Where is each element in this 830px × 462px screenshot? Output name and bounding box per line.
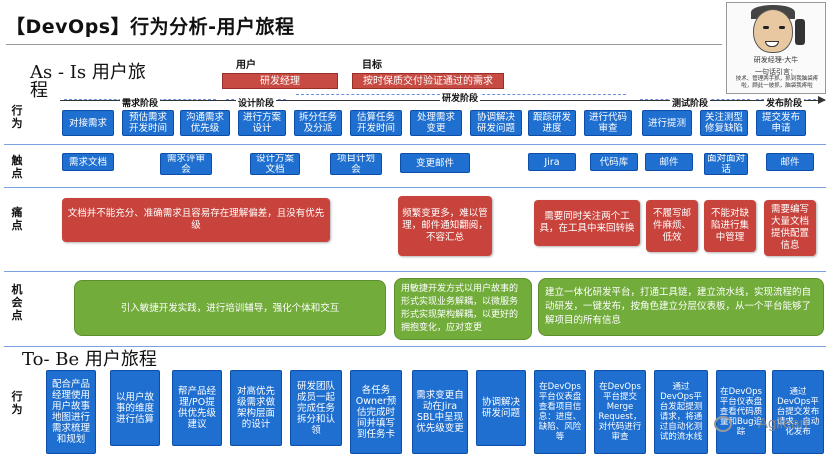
eye-icon [779, 26, 785, 29]
pain-point: 文档并不能充分、准确需求且容易存在理解偏差，且没有优先级 [62, 198, 330, 242]
watermark: Agilean [757, 415, 808, 432]
row-divider [4, 144, 826, 145]
as-is-heading-cont: 程 [30, 80, 48, 101]
as-is-action: 跟踪研发进度 [528, 110, 576, 136]
row-label-actions: 行为 [11, 104, 23, 130]
to-be-action: 以用户故事的维度进行估算 [110, 370, 160, 446]
eye-icon [763, 26, 769, 29]
persona-face-icon [753, 9, 793, 53]
to-be-action: 需求变更自动在Jira SBL中呈现优先级变更 [412, 370, 468, 454]
row-label-pain: 痛点 [11, 206, 23, 232]
stage-label-design: 设计阶段 [236, 96, 277, 109]
as-is-action: 进行代码审查 [584, 110, 632, 136]
as-is-action: 预估需求开发时间 [122, 110, 174, 136]
touchpoint: 设计方案文档 [250, 153, 300, 175]
touchpoint: 代码库 [590, 153, 638, 171]
to-be-action: 在DevOps平台提交Merge Request，对代码进行审查 [594, 370, 646, 454]
as-is-action: 处理需求变更 [410, 110, 462, 136]
wechat-icon [714, 416, 732, 432]
to-be-action: 在DevOps平台仪表盘查看项目信息：进度、缺陷、风险等 [534, 370, 586, 454]
to-be-action: 研发团队成员一起完成任务拆分和认领 [290, 370, 342, 446]
to-be-action: 协调解决研发问题 [476, 370, 526, 446]
stage-label-requirements: 需求阶段 [120, 96, 161, 109]
to-be-action: 配合产品经理使用用户故事地图进行需求梳理和规划 [46, 370, 96, 454]
opportunity: 用敏捷开发方式以用户故事的形式实现业务解耦，以微服务形式实现架构解耦，以更好的拥… [394, 278, 532, 340]
as-is-action: 进行提测 [642, 110, 692, 136]
phone-icon [795, 19, 805, 45]
to-be-heading: To- Be 用户旅程 [22, 349, 157, 370]
as-is-action: 拆分任务及分派 [294, 110, 342, 136]
touchpoint: 需求评审会 [160, 153, 212, 175]
as-is-heading: As - Is 用户旅 [30, 62, 146, 83]
touchpoint: 邮件 [645, 153, 693, 171]
row-divider [4, 187, 826, 188]
persona-quote-title: 一句话引言： [755, 68, 797, 76]
to-be-action: 帮产品经理/PO提供优先级建议 [172, 370, 222, 446]
user-label: 用户 [236, 60, 256, 71]
page-title: 【DevOps】行为分析-用户旅程 [6, 16, 295, 38]
to-be-action: 对高优先级需求做架构层面的设计 [230, 370, 282, 446]
touchpoint: 需求文档 [62, 153, 114, 171]
touchpoint: 项目计划会 [330, 153, 382, 175]
opportunity: 引入敏捷开发实践，进行培训辅导，强化个体和交互 [74, 280, 386, 336]
user-role-box: 研发经理 [222, 73, 338, 89]
pain-point: 需要编写大量文档提供配置信息 [764, 200, 816, 256]
as-is-action: 对接需求 [62, 110, 114, 136]
pain-point: 需要同时关注两个工具，在工具中来回转换 [534, 200, 640, 246]
stage-label-development: 研发阶段 [440, 91, 481, 104]
title-rule [6, 44, 722, 45]
persona-quote: 技术、管理两手抓，抓到我脑袋疼啦，顾此一彼抓，脑袋我疼啦 [735, 76, 819, 89]
stage-label-testing: 测试阶段 [670, 96, 711, 109]
as-is-action: 进行方案设计 [238, 110, 286, 136]
as-is-action: 协调解决研发问题 [470, 110, 522, 136]
as-is-action: 关注测型修复缺陷 [700, 110, 748, 136]
stage-label-release: 发布阶段 [764, 96, 805, 109]
persona-portrait: 研发经理-大牛 一句话引言： 技术、管理两手抓，抓到我脑袋疼啦，顾此一彼抓，脑袋… [726, 2, 826, 94]
persona-caption: 研发经理-大牛 [753, 56, 799, 64]
pain-point: 不履写邮件麻烦、低效 [646, 200, 698, 252]
touchpoint: Jira [528, 153, 576, 171]
pain-point: 频繁变更多，难以管理，邮件通知翻阅，不容汇总 [398, 196, 492, 256]
touchpoint: 邮件 [766, 153, 814, 171]
row-label-opportunity: 机会点 [11, 283, 23, 322]
as-is-action: 估算任务开发时间 [350, 110, 402, 136]
timeline-arrowhead [818, 96, 826, 104]
row-label-touchpoints: 触点 [11, 154, 23, 180]
to-be-action: 在DevOps平台仪表盘查看代码质量和Bug追踪 [716, 370, 766, 454]
goal-box: 按时保质交付验证通过的需求 [352, 73, 504, 89]
touchpoint: 面对面对话 [704, 153, 748, 175]
to-be-action: 各任务Owner预估完成时间并填写到任务卡 [350, 370, 402, 454]
goal-label: 目标 [362, 60, 382, 71]
row-divider [4, 271, 826, 272]
to-be-action: 通过DevOps平台发起提测请求，将通过自动化测试的流水线 [654, 370, 708, 454]
opportunity: 建立一体化研发平台，打通工具链，建立流水线，实现流程的自动研发，一键发布，按角色… [538, 278, 824, 336]
touchpoint: 变更邮件 [400, 153, 470, 173]
as-is-action: 沟通需求优先级 [180, 110, 230, 136]
row-label-to-be-actions: 行为 [11, 390, 23, 416]
section-divider [4, 346, 826, 347]
to-be-action: 通过DevOps平台提交发布请求，自动化发布 [772, 370, 824, 454]
as-is-action: 提交发布申请 [756, 110, 806, 136]
pain-point: 不能对缺陷进行集中管理 [704, 200, 756, 252]
